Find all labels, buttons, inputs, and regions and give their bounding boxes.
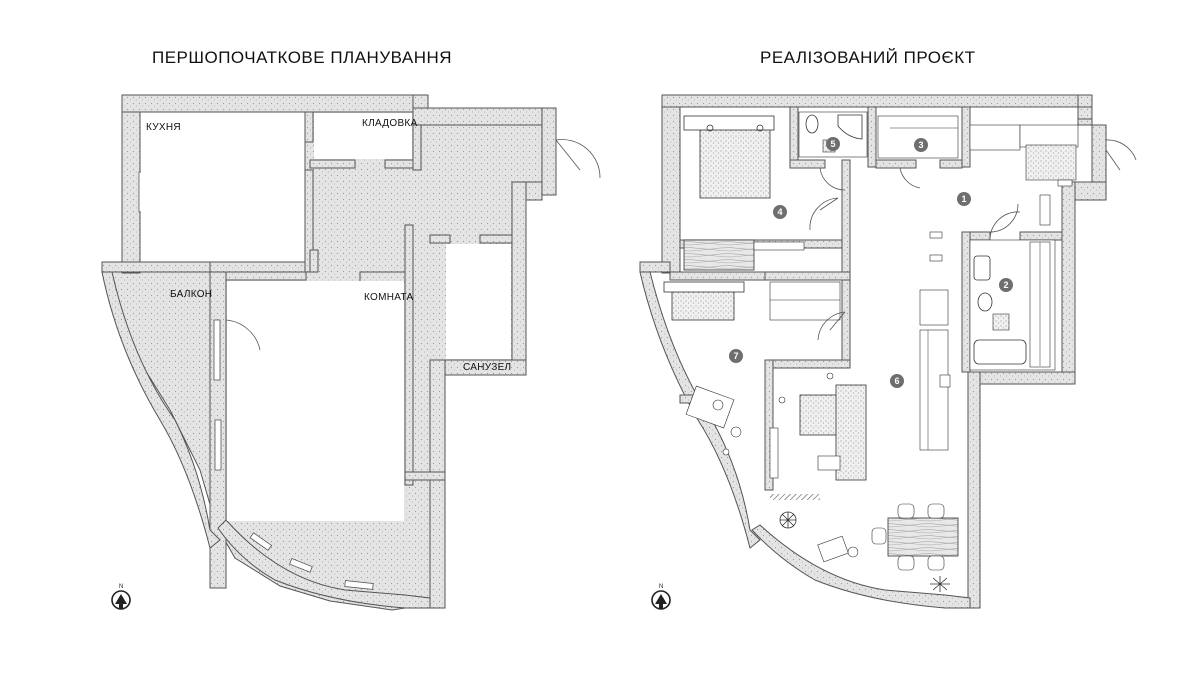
svg-text:5: 5	[831, 139, 836, 149]
wardrobe-6	[919, 289, 949, 326]
svg-text:N: N	[659, 584, 663, 590]
svg-text:6: 6	[895, 376, 900, 386]
realized-plan: 1 2 3 4 5 6 7 N	[639, 94, 1137, 610]
toilet-2	[977, 292, 993, 312]
toilet-5	[805, 114, 819, 134]
svg-text:1: 1	[962, 194, 967, 204]
shelf-4	[753, 241, 805, 251]
original-doors	[225, 139, 601, 360]
bed-4-headboard	[683, 115, 775, 131]
marker-5: 5	[826, 137, 840, 151]
room-curved-wall	[217, 519, 431, 609]
side-table	[817, 535, 849, 563]
marker-3: 3	[914, 138, 928, 152]
kitchen-counter	[1019, 124, 1079, 148]
original-plan-title: ПЕРШОПОЧАТКОВЕ ПЛАНУВАННЯ	[152, 48, 453, 67]
north-arrow-icon: N	[111, 584, 131, 610]
pantry-floor	[314, 113, 412, 159]
bath-mat	[992, 313, 1010, 331]
dining-chairs	[871, 503, 945, 571]
door-4	[809, 197, 839, 231]
room-markers: 1 2 3 4 5 6 7	[729, 137, 1013, 388]
marker-1: 1	[957, 192, 971, 206]
original-interior-walls	[101, 94, 557, 609]
desk-7	[685, 385, 735, 429]
north-arrow-icon: N	[651, 584, 671, 610]
lamp-icon	[706, 124, 714, 132]
realized-plan-title: РЕАЛІЗОВАНИЙ ПРОЄКТ	[760, 48, 976, 67]
realized-bottom-curved-wall	[751, 524, 971, 609]
door-7	[817, 311, 846, 341]
coffee-table	[817, 455, 841, 471]
hatched-partition	[770, 494, 820, 500]
bathroom-floor	[446, 244, 511, 359]
bed-7-headboard	[663, 281, 745, 293]
label-room: КОМНАТА	[364, 292, 414, 303]
marker-2: 2	[999, 278, 1013, 292]
svg-text:2: 2	[1004, 280, 1009, 290]
storage-3	[877, 115, 959, 159]
svg-text:4: 4	[778, 207, 783, 217]
kitchen-floor	[141, 113, 304, 261]
marker-6: 6	[890, 374, 904, 388]
kitchen-table	[1025, 144, 1077, 181]
lamp-icon	[756, 124, 764, 132]
room-floor	[227, 281, 404, 521]
door-2	[989, 211, 1021, 241]
kitchen-unit-6	[919, 329, 949, 451]
svg-text:7: 7	[734, 351, 739, 361]
label-bathroom: САНУЗЕЛ	[463, 362, 511, 373]
marker-4: 4	[773, 205, 787, 219]
realized-exterior-walls	[639, 94, 1107, 609]
dining-table	[887, 517, 959, 557]
plant-icon	[779, 511, 797, 529]
marker-7: 7	[729, 349, 743, 363]
wardrobe-7	[769, 281, 841, 321]
original-plan: КУХНЯ КЛАДОВКА БАЛКОН КОМНАТА САНУЗЕЛ N	[101, 94, 601, 611]
kitchen-counter	[969, 124, 1021, 151]
bed-4	[699, 119, 771, 199]
door-5	[819, 167, 846, 191]
sofa-chaise	[835, 384, 867, 481]
sink-2	[973, 255, 991, 281]
svg-text:3: 3	[919, 140, 924, 150]
plant-icon	[930, 576, 950, 592]
label-balcony: БАЛКОН	[170, 289, 212, 300]
wardrobe-4	[683, 239, 755, 271]
balcony-door	[1105, 139, 1137, 171]
svg-text:N: N	[119, 584, 123, 590]
label-pantry: КЛАДОВКА	[362, 118, 418, 129]
tv-unit	[769, 427, 779, 479]
balcony-outer-wall	[101, 271, 221, 549]
label-kitchen: КУХНЯ	[146, 122, 181, 133]
shower-tray	[837, 114, 863, 140]
bathtub	[973, 339, 1027, 365]
door-3	[899, 167, 921, 189]
